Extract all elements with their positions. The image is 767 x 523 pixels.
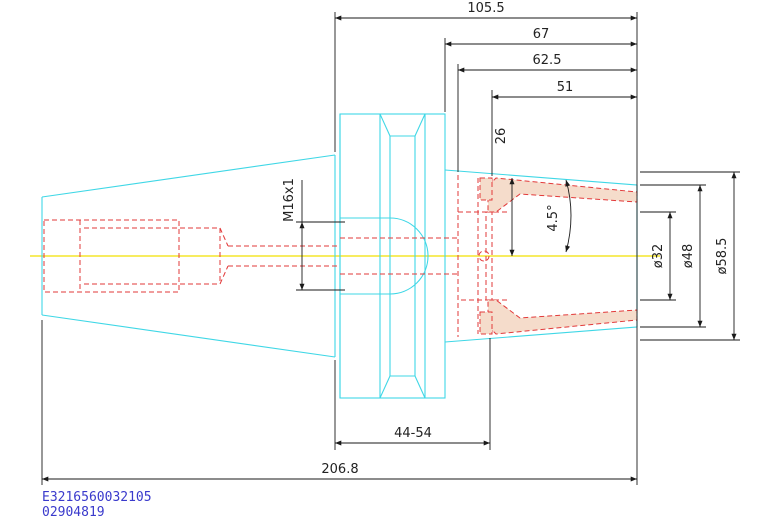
collet-section: [479, 177, 638, 335]
dim-dia-48: ø48: [681, 244, 696, 269]
dim-gauge-length: 105.5: [467, 1, 504, 16]
hidden-lines: [43, 175, 510, 337]
dimension-lines: [41, 12, 740, 485]
dim-total-length: 206.8: [321, 462, 358, 477]
dim-51: 51: [557, 80, 574, 95]
dim-dia-32: ø32: [651, 244, 666, 269]
dim-thread: M16x1: [282, 178, 297, 222]
dim-26: 26: [494, 128, 509, 145]
article-code: E3216560032105: [42, 490, 152, 505]
dim-range: 44-54: [394, 426, 432, 441]
dim-67: 67: [533, 27, 550, 42]
dim-62-5: 62.5: [533, 53, 562, 68]
dim-angle: 4.5°: [546, 204, 561, 231]
dim-dia-58-5: ø58.5: [715, 238, 730, 275]
secondary-code: 02904819: [42, 505, 105, 520]
